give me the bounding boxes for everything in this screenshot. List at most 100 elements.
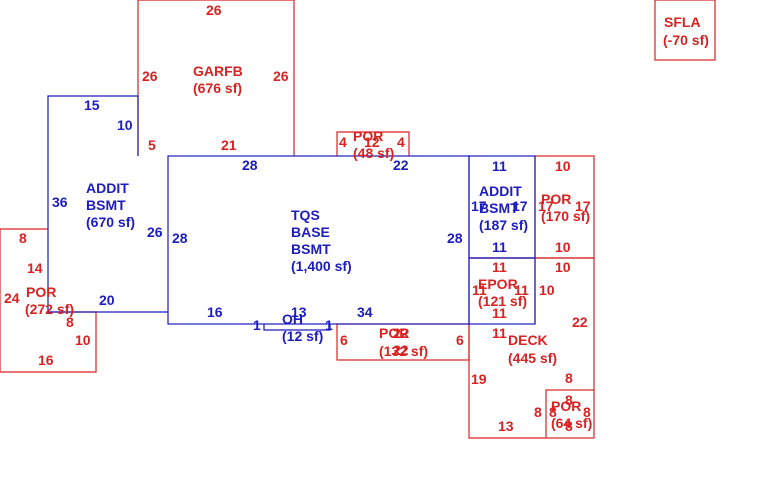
dimension-label: 28 — [447, 230, 463, 246]
dimension-label: 8 — [565, 418, 573, 434]
sfla-outline — [654, 0, 716, 61]
area-label-size: (132 sf) — [379, 343, 428, 359]
area-label-name: ADDIT — [86, 180, 129, 196]
area-epor: EPOR (121 sf) 11 11 11 11 10 10 — [472, 259, 571, 321]
dimension-label: 17 — [538, 198, 554, 214]
por-small-outline — [545, 389, 595, 439]
dimension-label: 26 — [142, 68, 158, 84]
dimension-label: 13 — [291, 304, 307, 320]
dimension-label: 10 — [555, 239, 571, 255]
area-oh: OH (12 sf) — [282, 311, 323, 344]
dimension-label: 11 — [492, 259, 507, 275]
deck-outline — [468, 324, 546, 439]
dimension-label: 1 — [253, 317, 261, 333]
dimension-label: 10 — [75, 332, 91, 348]
dimension-label: 12 — [364, 134, 380, 150]
dimension-label: 24 — [4, 290, 20, 306]
dimension-label: 11 — [492, 239, 507, 255]
dimension-label: 4 — [397, 134, 405, 150]
area-label-name: POR — [541, 191, 571, 207]
dimension-label: 20 — [99, 292, 115, 308]
dimension-label: 22 — [393, 325, 409, 341]
area-label-name: EPOR — [478, 276, 518, 292]
dimension-label: 14 — [27, 260, 43, 276]
dimension-label: 15 — [84, 97, 100, 113]
area-addit-bsmt-left: ADDIT BSMT (670 sf) 15 10 36 26 20 — [52, 97, 163, 308]
epor-blue-outline — [468, 257, 536, 325]
dimension-label: 22 — [393, 157, 409, 173]
dimension-label: 22 — [393, 342, 409, 358]
area-label-name: POR — [551, 398, 581, 414]
dimension-label: 17 — [471, 198, 487, 214]
dimension-label: 11 — [514, 282, 529, 298]
dimension-label: 11 — [492, 325, 507, 341]
oh-outline — [263, 324, 331, 331]
area-garfb: GARFB (676 sf) 26 26 26 5 21 — [142, 2, 289, 153]
area-deck: DECK (445 sf) 11 22 19 8 8 13 — [471, 314, 588, 434]
dimension-label: 8 — [534, 404, 542, 420]
area-label-name: SFLA — [664, 14, 701, 30]
dimension-label: 28 — [242, 157, 258, 173]
dimension-label: 11 — [492, 158, 507, 174]
tqs-base-bsmt-outline — [167, 155, 470, 325]
dimension-label: 26 — [206, 2, 222, 18]
area-sfla: SFLA (-70 sf) — [663, 14, 709, 48]
area-label-name: POR — [353, 128, 383, 144]
area-por-left: POR (272 sf) 8 14 24 8 10 16 — [4, 230, 91, 368]
dimension-label: 36 — [52, 194, 68, 210]
area-label-size: (64 sf) — [551, 415, 592, 431]
dimension-label: 11 — [492, 305, 507, 321]
area-label-name: DECK — [508, 332, 548, 348]
area-label-size: (12 sf) — [282, 328, 323, 344]
dimension-label: 10 — [555, 259, 571, 275]
addit-bsmt-left-outline — [47, 95, 168, 313]
dimension-label: 11 — [472, 282, 487, 298]
dimension-label: 21 — [221, 137, 237, 153]
por-top-outline — [336, 131, 410, 156]
dimension-label: 17 — [575, 198, 591, 214]
area-label-name: BASE — [291, 224, 330, 240]
dimension-label: 8 — [19, 230, 27, 246]
dimension-label: 5 — [148, 137, 156, 153]
area-label-size: (676 sf) — [193, 80, 242, 96]
area-label-size: (670 sf) — [86, 214, 135, 230]
area-label-name: OH — [282, 311, 303, 327]
area-label-size: (48 sf) — [353, 145, 394, 161]
area-label-size: (272 sf) — [25, 301, 74, 317]
dimension-label: 8 — [66, 314, 74, 330]
dimension-label: 26 — [147, 224, 163, 240]
area-label-name: BSMT — [479, 200, 519, 216]
dimension-label: 19 — [471, 371, 487, 387]
dimension-label: 17 — [512, 198, 528, 214]
area-por-top: POR (48 sf) 4 12 4 — [339, 128, 405, 161]
area-label-name: BSMT — [86, 197, 126, 213]
dimension-label: 10 — [555, 158, 571, 174]
dimension-label: 8 — [565, 370, 573, 386]
area-label-name: POR — [379, 325, 409, 341]
area-label-name: POR — [26, 284, 56, 300]
dimension-label: 22 — [572, 314, 588, 330]
area-por-small: POR (64 sf) 8 8 8 8 — [549, 392, 592, 434]
area-label-name: BSMT — [291, 241, 331, 257]
dimension-label: 8 — [549, 404, 557, 420]
dimension-label: 8 — [565, 392, 573, 408]
area-por-right: POR (170 sf) 10 17 17 10 — [538, 158, 591, 255]
dimension-label: 1 — [325, 317, 333, 333]
dimension-label: 10 — [117, 117, 133, 133]
dimension-label: 28 — [172, 230, 188, 246]
area-label-size: (445 sf) — [508, 350, 557, 366]
dimension-label: 26 — [273, 68, 289, 84]
dimension-label: 8 — [583, 404, 591, 420]
area-label-size: (170 sf) — [541, 208, 590, 224]
area-por-bottom: POR (132 sf) 6 22 6 22 — [340, 325, 464, 359]
dimension-label: 10 — [539, 282, 555, 298]
area-addit-bsmt-right: ADDIT BSMT (187 sf) 11 17 17 11 — [471, 158, 528, 255]
area-label-size: (187 sf) — [479, 217, 528, 233]
area-label-name: TQS — [291, 207, 320, 223]
area-label-name: GARFB — [193, 63, 243, 79]
dimension-label: 13 — [498, 418, 514, 434]
dimension-label: 6 — [456, 332, 464, 348]
dimension-label: 16 — [207, 304, 223, 320]
area-label-size: (1,400 sf) — [291, 258, 352, 274]
